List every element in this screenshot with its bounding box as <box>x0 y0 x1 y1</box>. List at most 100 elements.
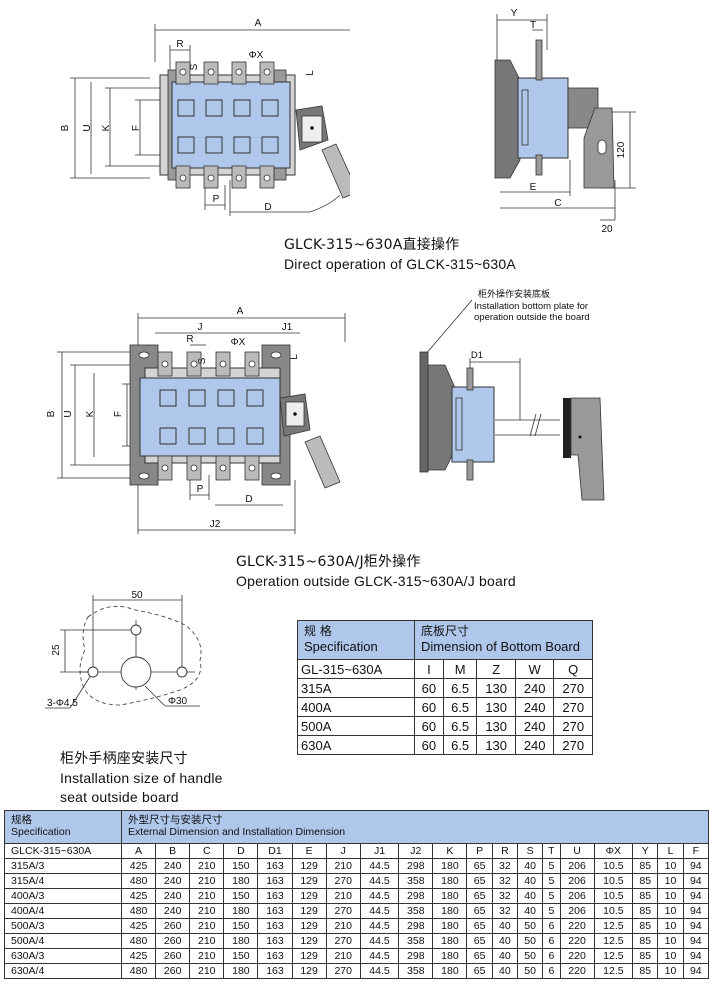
value-cell: 358 <box>398 963 434 979</box>
value-cell: 94 <box>682 933 710 949</box>
spec-header: 规 格 Specification <box>297 620 415 660</box>
value-cell: 32 <box>491 888 518 904</box>
value-cell: 129 <box>291 963 327 979</box>
value-cell: 40 <box>516 858 544 874</box>
value-cell: 270 <box>553 716 593 736</box>
value-cell: 129 <box>291 858 327 874</box>
value-cell: 85 <box>632 888 659 904</box>
value-cell: 298 <box>398 948 434 964</box>
value-cell: 260 <box>155 918 191 934</box>
dim-label-B: B <box>60 124 71 131</box>
caption-en-1: Installation size of handle <box>60 770 223 786</box>
value-cell: 94 <box>682 873 710 889</box>
value-cell: 210 <box>189 918 225 934</box>
dim-label-P: P <box>213 194 220 205</box>
value-cell: 12.5 <box>593 933 634 949</box>
dim-header-cn: 底板尺寸 <box>421 624 470 638</box>
value-cell: 50 <box>516 918 544 934</box>
value-cell: 425 <box>120 858 157 874</box>
value-cell: 44.5 <box>359 903 400 919</box>
col-header: W <box>514 659 555 679</box>
handle-seat-caption: 柜外手柄座安装尺寸 Installation size of handle se… <box>60 750 223 807</box>
value-cell: 130 <box>476 716 516 736</box>
value-cell: 12.5 <box>593 948 634 964</box>
value-cell: 130 <box>476 697 516 717</box>
value-cell: 5 <box>542 858 561 874</box>
value-cell: 94 <box>682 918 710 934</box>
value-cell: 425 <box>120 948 157 964</box>
dim-header-cn: 外型尺寸与安装尺寸 <box>128 814 223 826</box>
value-cell: 358 <box>398 903 434 919</box>
value-cell: 270 <box>553 697 593 717</box>
value-cell: 210 <box>325 888 361 904</box>
value-cell: 180 <box>432 918 468 934</box>
dim-label-B: B <box>46 410 57 417</box>
dim-label-E: E <box>530 182 537 193</box>
value-cell: 180 <box>223 873 259 889</box>
dim-header-en: Dimension of Bottom Board <box>421 639 580 654</box>
table-header-row: 规 格 Specification 底板尺寸 Dimension of Bott… <box>297 620 593 660</box>
value-cell: 163 <box>257 903 293 919</box>
caption-en: Operation outside GLCK-315~630A/J board <box>236 573 516 589</box>
caption-en-2: seat outside board <box>60 789 179 805</box>
spec-cell: 400A/3 <box>4 888 122 904</box>
value-cell: 163 <box>257 963 293 979</box>
value-cell: 260 <box>155 948 191 964</box>
dim-label-phiX: ΦX <box>231 337 246 348</box>
value-cell: 220 <box>559 918 595 934</box>
value-cell: 298 <box>398 888 434 904</box>
mount-plate-note-en1: Installation bottom plate for <box>474 301 588 312</box>
value-cell: 85 <box>632 933 659 949</box>
value-cell: 210 <box>325 918 361 934</box>
value-cell: 10 <box>657 933 684 949</box>
value-cell: 40 <box>516 903 544 919</box>
col-header: P <box>466 843 493 859</box>
mount-plate-note-en2: operation outside the board <box>474 312 590 323</box>
col-header: A <box>120 843 157 859</box>
col-header: D <box>223 843 259 859</box>
value-cell: 85 <box>632 858 659 874</box>
value-cell: 206 <box>559 873 595 889</box>
value-cell: 40 <box>491 948 518 964</box>
value-cell: 270 <box>553 735 593 755</box>
value-cell: 6.5 <box>442 678 478 698</box>
value-cell: 480 <box>120 963 157 979</box>
value-cell: 40 <box>516 873 544 889</box>
col-header: U <box>559 843 595 859</box>
value-cell: 298 <box>398 918 434 934</box>
dim-label-J: J <box>198 322 203 333</box>
value-cell: 10.5 <box>593 903 634 919</box>
value-cell: 210 <box>189 858 225 874</box>
value-cell: 6 <box>542 948 561 964</box>
value-cell: 10 <box>657 963 684 979</box>
value-cell: 5 <box>542 888 561 904</box>
value-cell: 240 <box>514 678 555 698</box>
value-cell: 210 <box>189 933 225 949</box>
value-cell: 50 <box>516 963 544 979</box>
value-cell: 10 <box>657 918 684 934</box>
value-cell: 180 <box>432 903 468 919</box>
value-cell: 206 <box>559 888 595 904</box>
value-cell: 210 <box>189 873 225 889</box>
value-cell: 240 <box>155 903 191 919</box>
dim-label-120: 120 <box>616 141 627 158</box>
spec-cell: 500A/3 <box>4 918 122 934</box>
value-cell: 425 <box>120 918 157 934</box>
value-cell: 425 <box>120 888 157 904</box>
dim-label-D: D <box>245 494 252 505</box>
dim-label-P: P <box>197 484 204 495</box>
value-cell: 10 <box>657 948 684 964</box>
value-cell: 85 <box>632 963 659 979</box>
value-cell: 220 <box>559 963 595 979</box>
dim-label-phiX: ΦX <box>249 50 264 61</box>
dim-label-S: S <box>197 357 208 364</box>
value-cell: 44.5 <box>359 918 400 934</box>
value-cell: 240 <box>155 858 191 874</box>
value-cell: 270 <box>553 678 593 698</box>
